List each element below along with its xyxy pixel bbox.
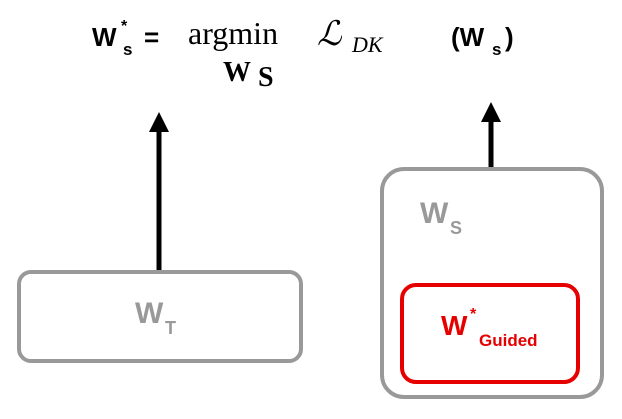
formula-argument: (W xyxy=(451,22,485,52)
guided-weights-label: W xyxy=(441,310,468,341)
student-weights-subscript: S xyxy=(450,218,463,238)
guided-weights-star: * xyxy=(470,306,477,323)
argmin-formula: W * s = argmin W S ℒ DK (W s ) xyxy=(0,0,622,100)
formula-loss-symbol: ℒ xyxy=(317,16,342,53)
formula-argument-close: ) xyxy=(505,22,514,52)
left-arrow xyxy=(149,112,169,270)
formula-lhs-star: * xyxy=(121,18,128,35)
right-arrowhead xyxy=(481,102,501,122)
formula-equals: = xyxy=(144,22,160,52)
formula-argmin: argmin xyxy=(188,15,279,51)
guided-weights-subscript: Guided xyxy=(479,331,538,350)
formula-lhs-subscript: s xyxy=(123,40,133,59)
guided-weights-box xyxy=(400,283,580,384)
formula-loss-subscript: DK xyxy=(352,32,383,57)
formula-argmin-variable: W xyxy=(223,57,251,88)
left-arrowhead xyxy=(149,112,169,132)
teacher-weights-subscript: T xyxy=(165,318,176,338)
teacher-weights-label: W xyxy=(135,297,164,330)
formula-argument-subscript: s xyxy=(492,40,502,59)
right-arrow xyxy=(481,102,501,167)
formula-argmin-variable-subscript: S xyxy=(258,62,274,93)
formula-lhs-w: W xyxy=(92,22,117,52)
teacher-weights-box xyxy=(17,270,303,363)
student-weights-label: W xyxy=(420,197,449,230)
